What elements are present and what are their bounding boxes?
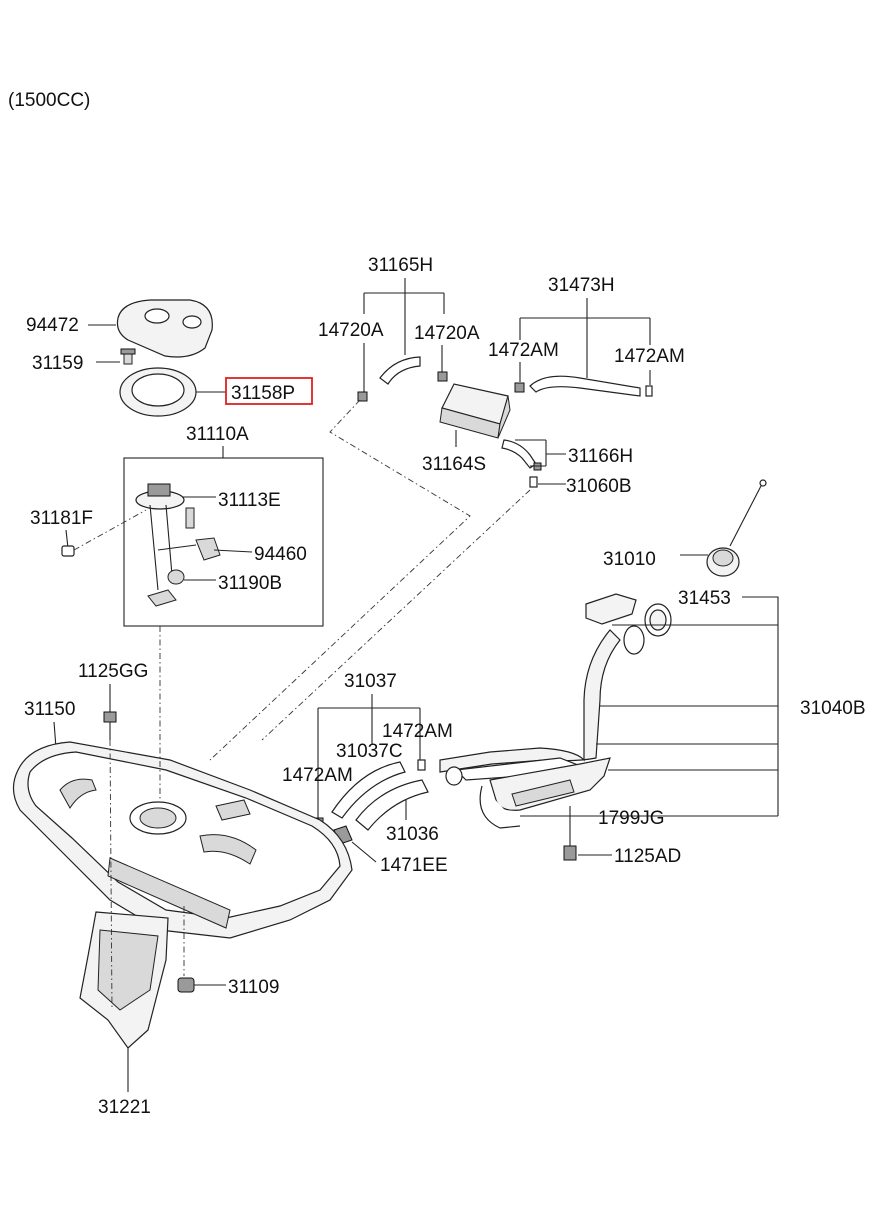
label-31040B[interactable]: 31040B (800, 698, 866, 719)
label-31158P[interactable]: 31158P (231, 383, 295, 404)
label-31164S[interactable]: 31164S (422, 454, 486, 475)
label-14720A-2[interactable]: 14720A (414, 323, 480, 344)
fuel-pump-module-box (123, 457, 324, 627)
filler-pipe-31040B-drawing (439, 629, 621, 786)
label-31010[interactable]: 31010 (603, 549, 656, 570)
label-31060B[interactable]: 31060B (566, 476, 632, 497)
gasket-ring-drawing (119, 367, 197, 417)
bolt-1125AD-drawing (563, 806, 577, 861)
label-31473H[interactable]: 31473H (548, 275, 615, 296)
nut-31109-drawing (177, 977, 195, 993)
label-31453[interactable]: 31453 (678, 588, 731, 609)
label-31166H[interactable]: 31166H (568, 446, 633, 467)
label-1799JG[interactable]: 1799JG (598, 808, 665, 829)
vapor-hose-31165H-drawing (357, 356, 448, 402)
valve-31060B-drawing (529, 476, 538, 488)
label-31181F[interactable]: 31181F (30, 508, 93, 529)
label-1472AM-1[interactable]: 1472AM (488, 340, 559, 361)
heat-shield-bracket-drawing (479, 757, 611, 829)
heat-protector-31221-drawing (79, 911, 169, 1049)
label-31036[interactable]: 31036 (386, 824, 439, 845)
fuel-tank-31150-drawing (12, 741, 353, 939)
label-1472AM-3[interactable]: 1472AM (382, 721, 453, 742)
label-94460[interactable]: 94460 (254, 544, 307, 565)
label-31150[interactable]: 31150 (24, 699, 75, 720)
label-31190B[interactable]: 31190B (218, 573, 282, 594)
label-1125GG[interactable]: 1125GG (78, 661, 148, 682)
bolt-1125GG-drawing (103, 711, 117, 740)
filter-31181F-drawing (61, 545, 75, 557)
label-1472AM-2[interactable]: 1472AM (614, 346, 685, 367)
canister-31164S-drawing (439, 383, 511, 439)
label-1471EE[interactable]: 1471EE (380, 855, 448, 876)
fuel-pump-assembly-drawing (135, 483, 221, 607)
fuel-cap-31010-drawing (706, 479, 767, 577)
label-31037[interactable]: 31037 (344, 671, 397, 692)
bolt-31159-drawing (120, 348, 136, 365)
label-94472[interactable]: 94472 (26, 315, 79, 336)
highlight-box-31158P (225, 377, 313, 405)
label-1472AM-4[interactable]: 1472AM (282, 765, 353, 786)
engine-note: (1500CC) (8, 90, 90, 111)
label-31109[interactable]: 31109 (228, 977, 279, 998)
label-31221[interactable]: 31221 (98, 1097, 151, 1118)
label-31037C[interactable]: 31037C (336, 741, 403, 762)
label-31165H[interactable]: 31165H (368, 255, 433, 276)
label-31110A[interactable]: 31110A (186, 424, 249, 445)
vent-hose-31473H-drawing (514, 375, 653, 397)
label-1125AD[interactable]: 1125AD (614, 846, 681, 867)
pump-cover-plate-drawing (116, 299, 213, 358)
label-31159[interactable]: 31159 (32, 353, 83, 374)
label-14720A-1[interactable]: 14720A (318, 320, 384, 341)
label-31113E[interactable]: 31113E (218, 490, 281, 511)
